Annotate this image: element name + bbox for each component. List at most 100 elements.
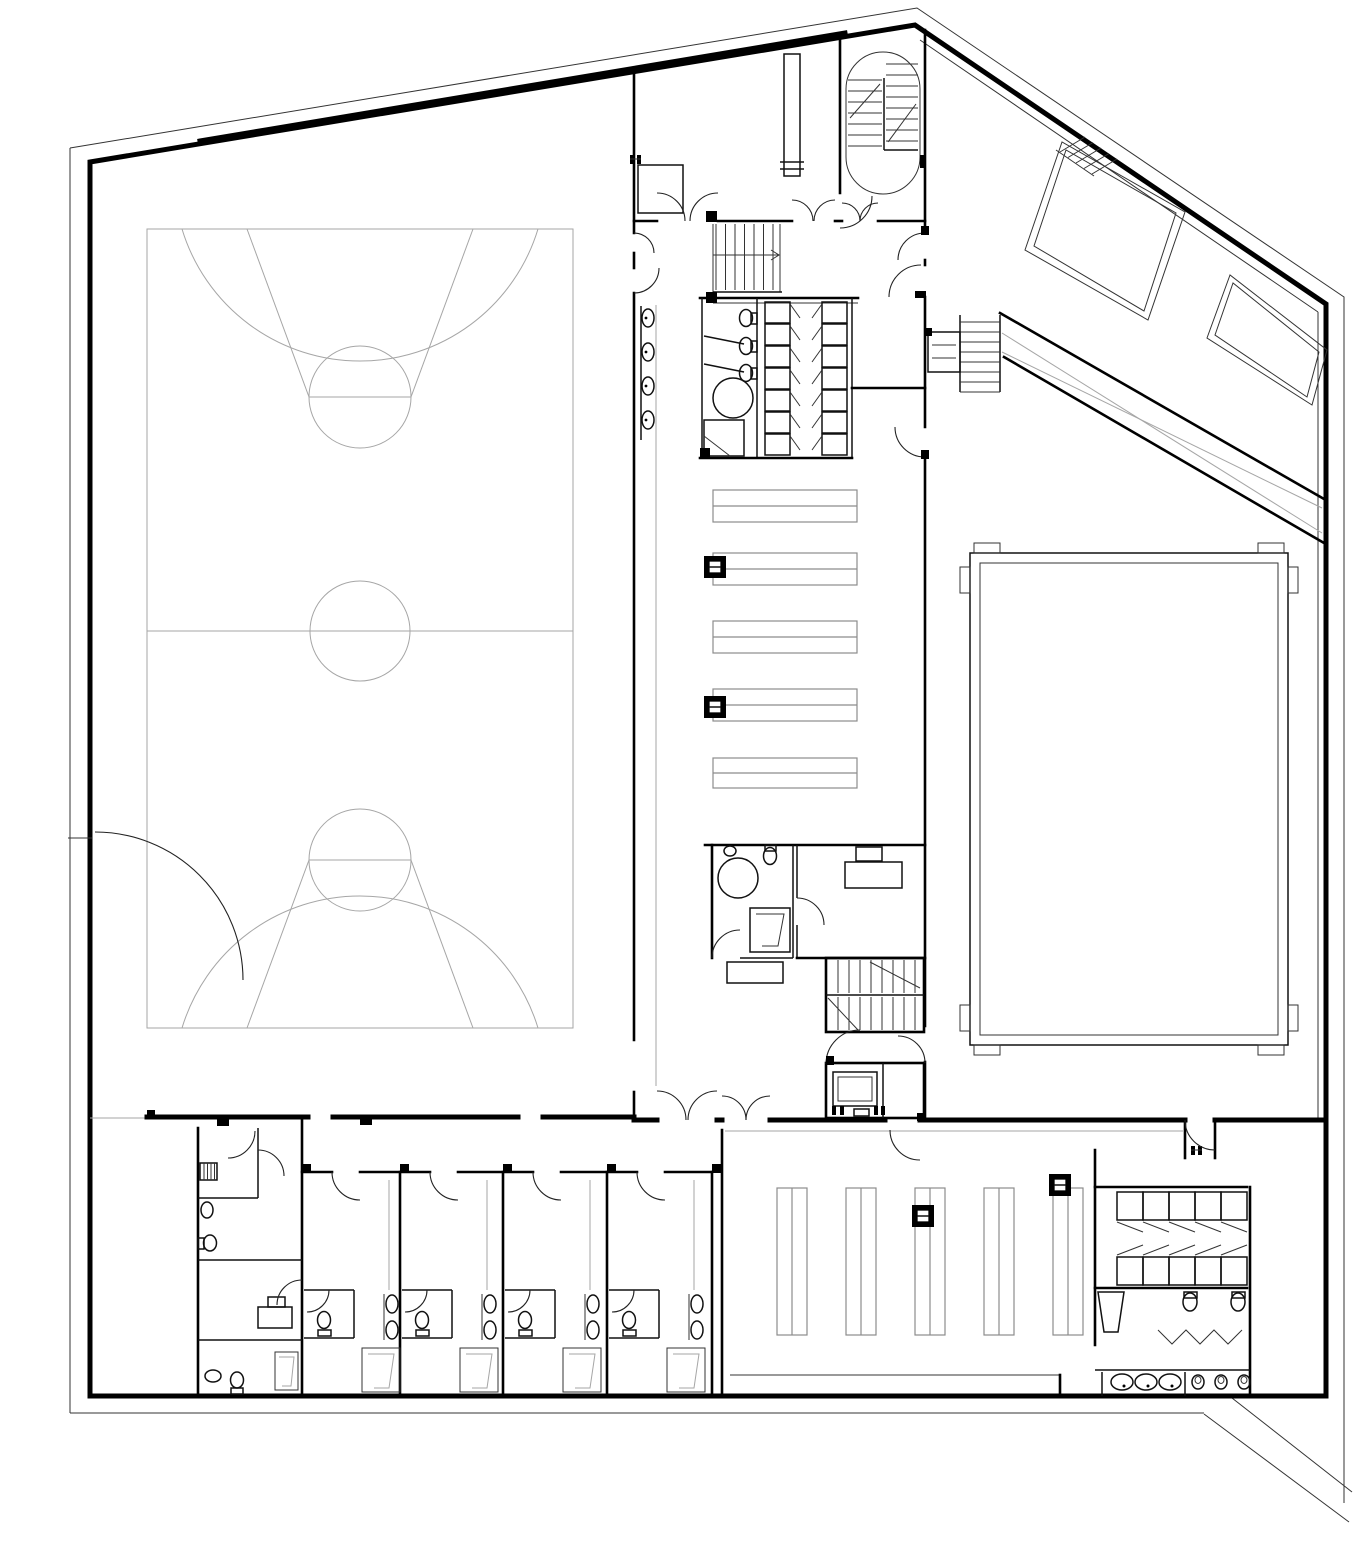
locker	[1142, 1256, 1170, 1286]
shower-pan-line	[703, 435, 731, 457]
plant-room	[824, 1061, 926, 1120]
wc-stall-divider	[703, 335, 745, 345]
door-arc	[796, 897, 825, 926]
door-arc	[257, 1149, 285, 1177]
wall-cap	[217, 1117, 229, 1126]
court-key-right-top	[410, 228, 474, 398]
door-arc	[813, 199, 836, 222]
pool-corner-tab	[973, 542, 1001, 554]
wall-cap	[920, 155, 926, 168]
toilet	[762, 846, 778, 866]
h-glyph	[881, 1106, 885, 1115]
locker	[764, 389, 791, 412]
h-glyph	[832, 1106, 836, 1115]
washbasin-drain	[644, 316, 648, 320]
ramp-line	[1001, 351, 1323, 509]
court-key-right-bottom	[410, 859, 474, 1029]
wall-cap	[706, 292, 717, 303]
court-center-circle	[309, 580, 411, 682]
door-arc	[721, 1095, 747, 1121]
stair-top-handrail-oval	[845, 51, 921, 195]
shower-pan	[459, 1347, 499, 1393]
wall-cap	[360, 1116, 372, 1125]
locker-door-flap	[1116, 1244, 1144, 1256]
layer-shell	[68, 22, 1329, 1399]
washbasin	[586, 1320, 600, 1340]
bench-low	[726, 961, 784, 984]
locker-door-flap	[789, 369, 801, 385]
locker	[821, 389, 848, 412]
toilet	[414, 1310, 430, 1330]
washbasin	[690, 1320, 704, 1340]
urinal-inner	[1217, 1376, 1225, 1384]
washbasin-drain	[1146, 1384, 1150, 1388]
toilet	[229, 1371, 245, 1389]
door-arc	[689, 192, 719, 222]
locker	[764, 367, 791, 390]
washbasin	[723, 845, 737, 857]
wall-cap	[924, 328, 932, 336]
door-arc	[276, 1279, 303, 1306]
washbasin	[483, 1320, 497, 1340]
pool-corner-tab	[1287, 566, 1299, 594]
toilet-tank	[622, 1329, 637, 1337]
toilet	[1230, 1292, 1246, 1312]
toilet-tank	[750, 367, 758, 380]
toilet-tank	[1183, 1291, 1198, 1299]
locker-door-flap	[789, 391, 801, 407]
shower-tray	[368, 1353, 395, 1389]
appliance	[199, 1162, 218, 1181]
roof-void-outline-inner	[1033, 149, 1177, 312]
roof-void-outline	[1206, 274, 1328, 406]
pool-corner-tab	[959, 566, 971, 594]
urinal-inner	[1194, 1376, 1202, 1384]
washbasin	[200, 1201, 214, 1219]
locker	[821, 411, 848, 434]
locker	[1168, 1191, 1196, 1221]
locker-door-flap	[789, 325, 801, 341]
equipment-inner	[837, 1076, 873, 1102]
h-glyph	[840, 1106, 844, 1115]
shower-pan	[562, 1347, 602, 1393]
roof-void-outline	[1024, 141, 1186, 321]
washbasin-drain	[644, 384, 648, 388]
wall-cap	[712, 1164, 721, 1173]
washbasin-drain	[1170, 1384, 1174, 1388]
washbasin	[385, 1294, 399, 1314]
wall-cap	[917, 1113, 925, 1121]
slope-stair-tread	[1075, 147, 1102, 164]
shower-pan	[361, 1347, 401, 1393]
shower-tray	[279, 1356, 295, 1387]
locker-door-flap	[1142, 1221, 1170, 1233]
wc-door-arc	[507, 1289, 531, 1313]
wall-cap	[921, 226, 929, 235]
wc-door-arc	[306, 1289, 330, 1313]
wc-door-arc	[404, 1289, 428, 1313]
shaft	[783, 53, 801, 177]
slope-stair-tread	[1059, 136, 1086, 153]
h-glyph	[874, 1106, 878, 1115]
door-arc	[791, 199, 814, 222]
washbasin	[586, 1294, 600, 1314]
court-three-point-arc-top	[181, 228, 539, 362]
toilet-tank	[230, 1387, 244, 1395]
wall-cap	[147, 1110, 155, 1119]
slope-stair-tread	[1083, 153, 1110, 169]
pool-deck-edge	[969, 552, 1289, 1046]
toilet-tank	[518, 1329, 533, 1337]
toilet	[202, 1234, 218, 1252]
ramp-edge	[998, 311, 1326, 501]
wall-cap	[706, 211, 717, 222]
hall-gate-arc	[94, 831, 244, 981]
pool-basin	[979, 562, 1279, 1036]
washbasin	[641, 410, 655, 430]
locker-door-flap	[811, 369, 823, 385]
door-arc	[633, 232, 655, 254]
site-notch-inner	[1231, 1397, 1353, 1493]
locker	[1168, 1256, 1196, 1286]
toilet	[738, 363, 754, 383]
locker-door-flap	[1194, 1221, 1222, 1233]
toilet-tank	[1231, 1291, 1246, 1299]
door-arc	[839, 195, 873, 229]
locker-door-flap	[811, 391, 823, 407]
